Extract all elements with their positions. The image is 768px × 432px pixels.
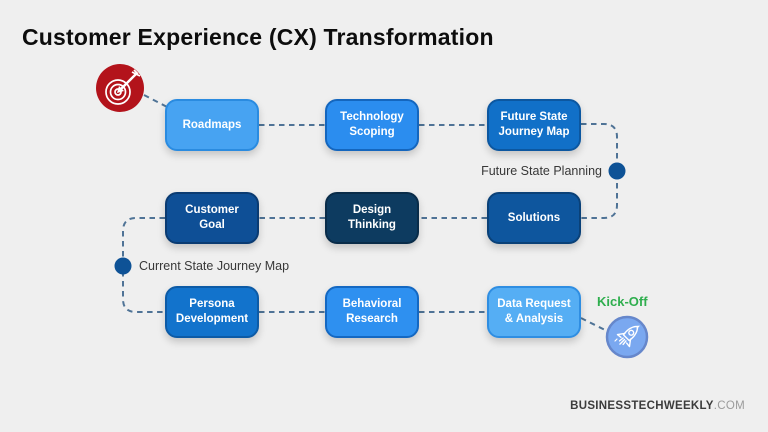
node-label: Behavioral Research [342,298,402,325]
rocket-icon [605,315,649,359]
milestone-label-current-state-journey-map: Current State Journey Map [139,259,290,273]
node-label: Design Thinking [348,204,396,231]
node-future-state-journey-map: Future State Journey Map [487,99,581,151]
node-technology-scoping: Technology Scoping [325,99,419,151]
node-label: Roadmaps [182,118,242,131]
node-label: Solutions [507,211,561,224]
milestone-label-future-state-planning: Future State Planning [481,164,602,178]
node-data-request-analysis: Data Request & Analysis [487,286,581,338]
branding-name: BUSINESSTECHWEEKLY [570,400,714,412]
node-design-thinking: Design Thinking [325,192,419,244]
node-behavioral-research: Behavioral Research [325,286,419,338]
node-roadmaps: Roadmaps [165,99,259,151]
branding-watermark: BUSINESSTECHWEEKLY.COM [570,400,745,412]
milestone-dot-current-state [114,257,132,275]
node-persona-development: Persona Development [165,286,259,338]
node-label: Technology Scoping [340,111,404,138]
kickoff-label: Kick-Off [597,294,648,309]
node-label: Persona Development [175,298,249,325]
node-solutions: Solutions [487,192,581,244]
node-label: Customer Goal [185,204,239,231]
milestone-dot-future-state [608,162,626,180]
node-label: Future State Journey Map [498,111,570,138]
node-customer-goal: Customer Goal [165,192,259,244]
node-label: Data Request & Analysis [497,298,571,325]
connector-datarequest-kickoff [580,317,606,331]
branding-tld: .COM [713,400,745,412]
target-dart-icon [96,64,144,112]
page-title: Customer Experience (CX) Transformation [22,24,494,50]
